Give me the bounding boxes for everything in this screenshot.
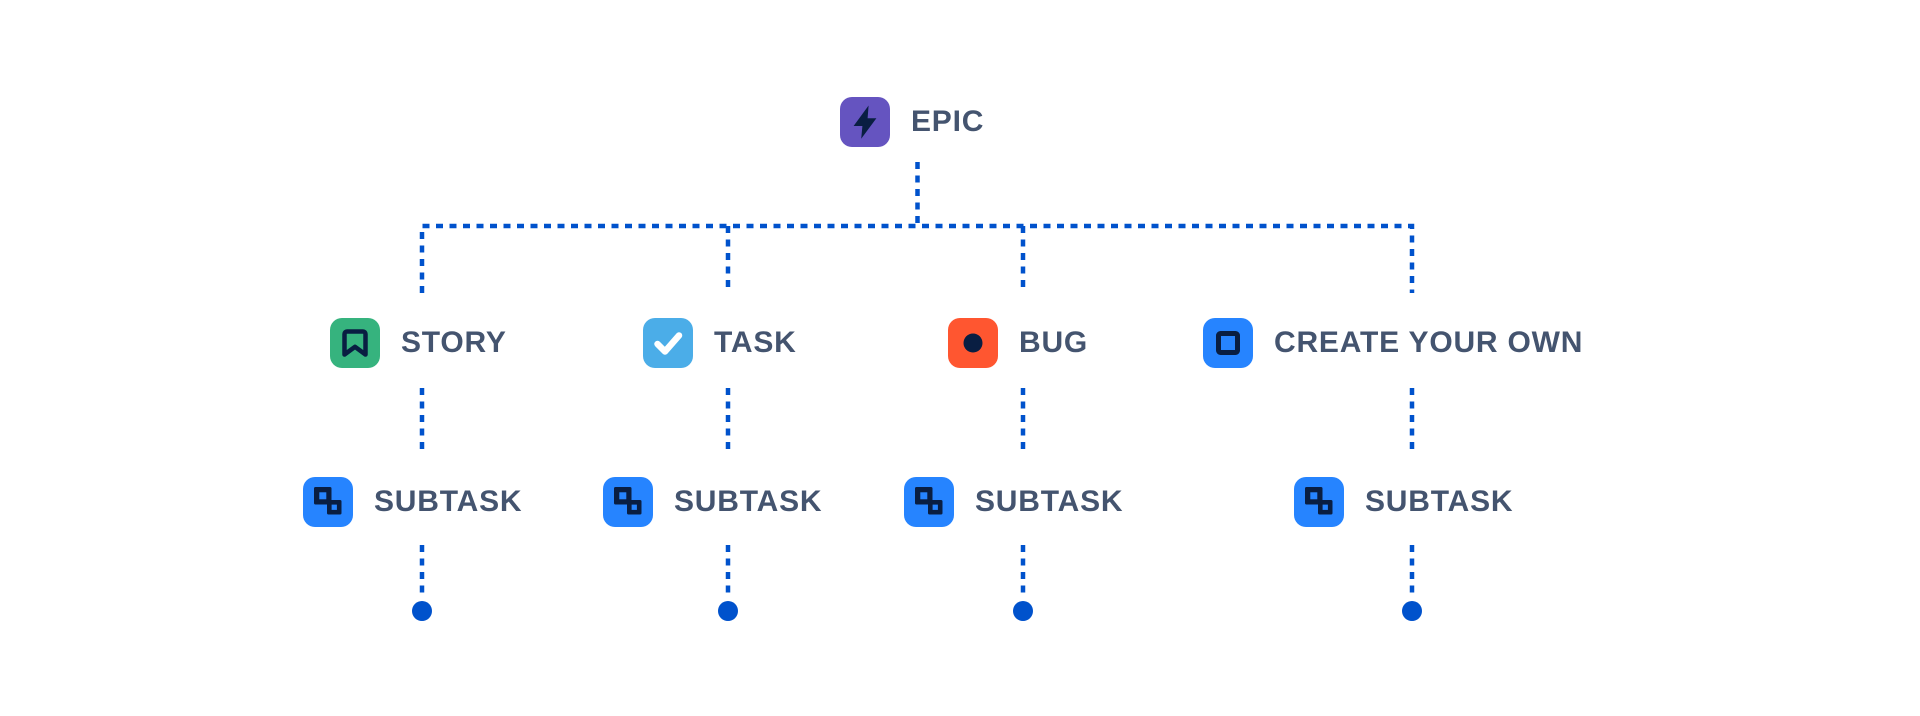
subtask-label: SUBTASK — [674, 485, 823, 518]
subtask-label: SUBTASK — [975, 485, 1124, 518]
subtask-squares-icon — [915, 487, 943, 515]
story-icon — [330, 318, 380, 368]
create-your-own-icon — [1203, 318, 1253, 368]
bug-icon — [948, 318, 998, 368]
subtask-label: SUBTASK — [1365, 485, 1514, 518]
subtask-label: SUBTASK — [374, 485, 523, 518]
subtask-squares-icon — [1305, 487, 1333, 515]
subtask-node-create-your-own: SUBTASK — [1294, 477, 1513, 527]
bug-node: BUG — [948, 318, 1088, 368]
subtask-icon — [904, 477, 954, 527]
task-label: TASK — [714, 326, 797, 359]
filled-circle-icon — [963, 333, 983, 353]
epic-node: EPIC — [840, 97, 984, 147]
square-outline-icon — [1216, 331, 1240, 355]
epic-icon — [840, 97, 890, 147]
subtask-endpoint-dot-1 — [412, 601, 432, 621]
subtask-icon — [603, 477, 653, 527]
lightning-bolt-icon — [853, 105, 877, 139]
task-icon — [643, 318, 693, 368]
create-your-own-label: CREATE YOUR OWN — [1274, 326, 1584, 359]
create-your-own-node: CREATE YOUR OWN — [1203, 318, 1583, 368]
subtask-node-task: SUBTASK — [603, 477, 822, 527]
story-label: STORY — [401, 326, 507, 359]
subtask-endpoint-dot-2 — [718, 601, 738, 621]
subtask-squares-icon — [314, 487, 342, 515]
epic-label: EPIC — [911, 105, 985, 138]
checkmark-icon — [654, 332, 683, 355]
subtask-node-bug: SUBTASK — [904, 477, 1123, 527]
subtask-endpoint-dot-3 — [1013, 601, 1033, 621]
subtask-icon — [303, 477, 353, 527]
subtask-icon — [1294, 477, 1344, 527]
subtask-node-story: SUBTASK — [303, 477, 522, 527]
bug-label: BUG — [1019, 326, 1089, 359]
subtask-endpoint-dot-4 — [1402, 601, 1422, 621]
bookmark-icon — [342, 329, 368, 357]
story-node: STORY — [330, 318, 507, 368]
task-node: TASK — [643, 318, 797, 368]
branch-rail-line — [419, 223, 1415, 293]
subtask-squares-icon — [614, 487, 642, 515]
